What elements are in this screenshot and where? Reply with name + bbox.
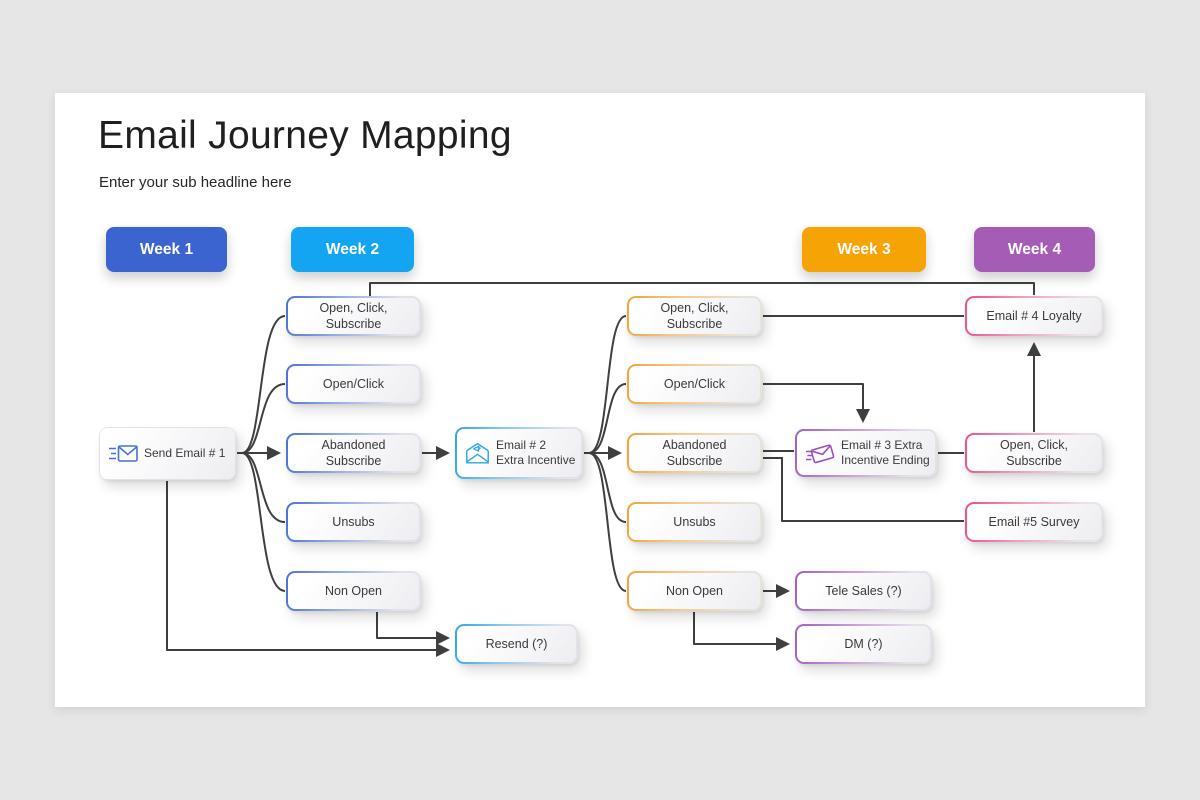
node-w3-unsubs: Unsubs — [627, 502, 762, 542]
line-w2nonopen-to-resend — [376, 612, 450, 645]
node-dm: DM (?) — [795, 624, 932, 664]
line-w2ocs-to-loyalty — [369, 282, 1035, 297]
week-3-label: Week 3 — [802, 227, 926, 272]
node-label: Open/Click — [322, 377, 385, 391]
line-w3ab-to-survey — [763, 457, 964, 522]
week-2-label: Week 2 — [291, 227, 414, 272]
node-email-2-extra-incentive: Email # 2 Extra Incentive — [455, 427, 583, 479]
node-label: Unsubs — [673, 515, 716, 529]
node-label: Abandoned Subscribe — [321, 438, 386, 468]
node-send-email-1: Send Email # 1 — [99, 427, 236, 480]
node-w3-open-click-subscribe: Open, Click, Subscribe — [627, 296, 762, 336]
week-1-label: Week 1 — [106, 227, 227, 272]
node-label: Tele Sales (?) — [825, 584, 902, 598]
node-label: Open, Click, Subscribe — [660, 301, 729, 331]
node-w3-abandoned-subscribe: Abandoned Subscribe — [627, 433, 762, 473]
week-4-label: Week 4 — [974, 227, 1095, 272]
node-label: Open, Click, Subscribe — [999, 438, 1069, 468]
node-label: Email # 2 Extra Incentive — [496, 437, 576, 467]
node-w2-non-open: Non Open — [286, 571, 421, 611]
page-subtitle: Enter your sub headline here — [99, 174, 292, 191]
node-label: Send Email # 1 — [144, 445, 226, 460]
node-w3-open-click: Open/Click — [627, 364, 762, 404]
node-w3-non-open: Non Open — [627, 571, 762, 611]
node-w2-open-click: Open/Click — [286, 364, 421, 404]
node-w2-abandoned-subscribe: Abandoned Subscribe — [286, 433, 421, 473]
node-w4-open-click-subscribe: Open, Click, Subscribe — [965, 433, 1103, 473]
open-envelope-promo-icon — [465, 441, 490, 465]
node-label: Non Open — [325, 584, 382, 598]
node-label: Open/Click — [663, 377, 726, 391]
fan-email2-to-week3 — [584, 315, 627, 592]
line-sendemail-to-resend — [166, 481, 450, 657]
node-email-3-extra-incentive-ending: Email # 3 Extra Incentive Ending — [795, 429, 937, 477]
line-w3nonopen-to-dm — [693, 612, 790, 651]
node-resend: Resend (?) — [455, 624, 578, 664]
node-label: Unsubs — [332, 515, 375, 529]
node-label: Resend (?) — [485, 637, 548, 651]
speed-envelope-icon — [805, 441, 835, 466]
page-title: Email Journey Mapping — [98, 114, 512, 157]
node-label: Email # 3 Extra Incentive Ending — [841, 437, 930, 467]
slide-canvas — [55, 93, 1145, 707]
node-tele-sales: Tele Sales (?) — [795, 571, 932, 611]
speed-envelope-icon — [108, 443, 138, 464]
node-label: Email #5 Survey — [988, 515, 1080, 529]
line-w3oc-to-email3 — [763, 383, 870, 423]
node-label: DM (?) — [844, 637, 883, 651]
node-label: Abandoned Subscribe — [662, 438, 727, 468]
node-label: Open, Click, Subscribe — [319, 301, 388, 331]
node-label: Non Open — [666, 584, 723, 598]
node-email-5-survey: Email #5 Survey — [965, 502, 1103, 542]
node-label: Email # 4 Loyalty — [986, 309, 1082, 323]
node-email-4-loyalty: Email # 4 Loyalty — [965, 296, 1103, 336]
fan-send-to-week2 — [237, 315, 286, 592]
node-w2-open-click-subscribe: Open, Click, Subscribe — [286, 296, 421, 336]
node-w2-unsubs: Unsubs — [286, 502, 421, 542]
